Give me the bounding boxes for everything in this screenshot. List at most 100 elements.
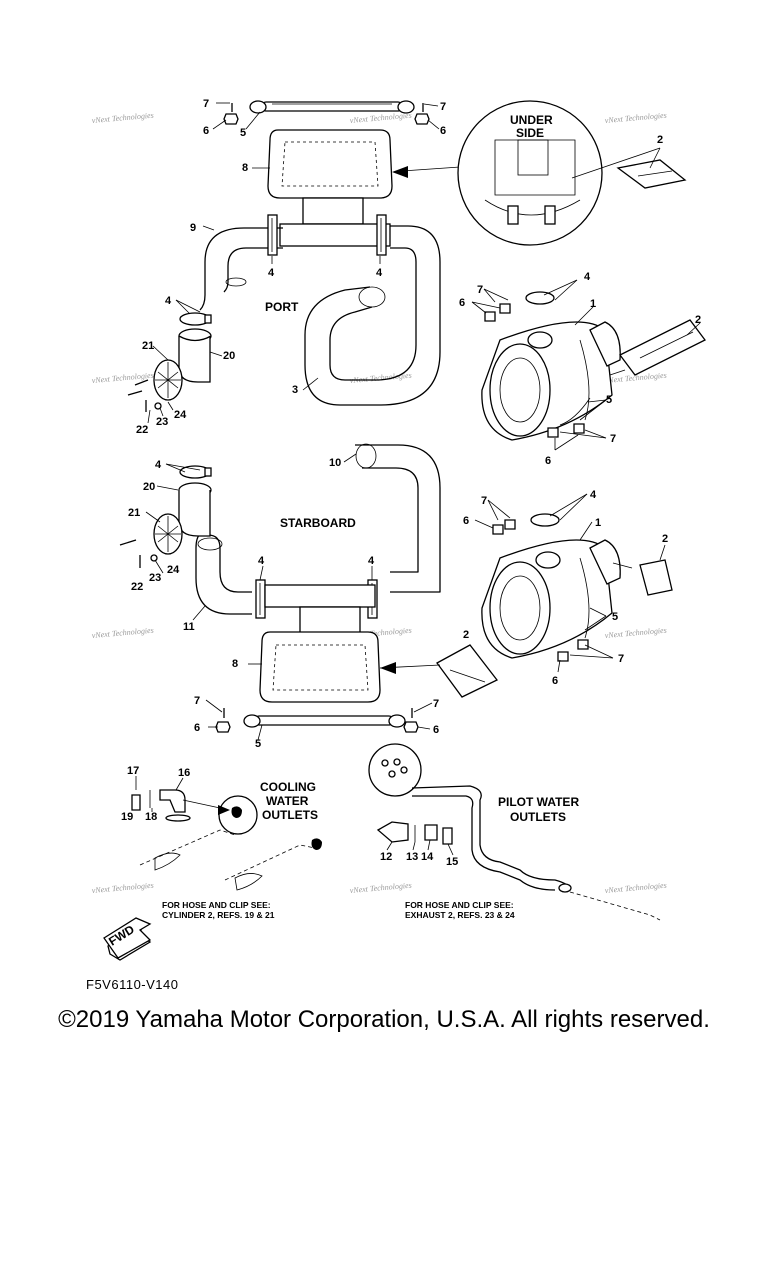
- sleeve-port-right[interactable]: [376, 214, 387, 256]
- callout-7: 7: [477, 284, 483, 296]
- nut-port-upper[interactable]: [484, 303, 511, 322]
- callout-4: 4: [165, 295, 172, 307]
- nut-stbd-lower[interactable]: [557, 639, 589, 662]
- callout-4: 4: [155, 459, 162, 471]
- callout-6: 6: [552, 675, 558, 687]
- callout-7: 7: [610, 433, 616, 445]
- callout-7: 7: [440, 101, 446, 113]
- screws-port[interactable]: [127, 379, 162, 412]
- pilot-fittings[interactable]: [376, 821, 453, 845]
- port-label: PORT: [265, 300, 299, 314]
- watermark: vNext Technologies: [604, 881, 667, 895]
- nut-stbd-upper[interactable]: [492, 519, 516, 535]
- cooling-outlet-parts[interactable]: [131, 789, 191, 822]
- watermark: vNext Technologies: [91, 371, 154, 385]
- callouts: 7 6 5 7 6 8 2 9 4 4 PORT 4 2 1 20 3 22 23…: [121, 98, 701, 920]
- callout-22: 22: [136, 424, 148, 436]
- fwd-arrow-icon: FWD: [103, 917, 152, 961]
- callout-4: 4: [584, 271, 591, 283]
- clamp-stbd-upper[interactable]: [179, 465, 212, 479]
- callout-5: 5: [606, 394, 612, 406]
- hose-10[interactable]: [355, 443, 441, 593]
- pad-stbd-box[interactable]: [436, 644, 499, 698]
- air-filter-port[interactable]: [481, 321, 621, 441]
- air-filter-starboard[interactable]: [481, 539, 621, 659]
- clamp-port-lower[interactable]: [179, 312, 212, 326]
- callout-19: 19: [121, 811, 133, 823]
- hose-9[interactable]: [199, 227, 283, 311]
- callout-9: 9: [190, 222, 196, 234]
- pads-port[interactable]: [619, 319, 706, 376]
- pad-stbd-filter[interactable]: [639, 559, 673, 596]
- callout-15: 15: [446, 856, 458, 868]
- callout-6: 6: [194, 722, 200, 734]
- nut-port-lower[interactable]: [547, 423, 585, 438]
- callout-24: 24: [167, 564, 180, 576]
- callout-14: 14: [421, 851, 434, 863]
- nut-bolt-bottom-right[interactable]: [403, 708, 419, 733]
- arrow-icon: [392, 166, 408, 178]
- clamp-filter-port[interactable]: [525, 291, 555, 305]
- callout-22: 22: [131, 581, 143, 593]
- cooling-detail-circle[interactable]: [218, 795, 258, 835]
- callout-6: 6: [459, 297, 465, 309]
- pilot-hose[interactable]: [411, 785, 661, 921]
- cooling-hoses[interactable]: [139, 829, 322, 891]
- callout-7: 7: [433, 698, 439, 710]
- callout-1: 1: [590, 298, 596, 310]
- strap-bottom[interactable]: [243, 714, 406, 728]
- screws-stbd[interactable]: [119, 539, 158, 568]
- callout-8: 8: [242, 162, 248, 174]
- nut-bolt-top-right[interactable]: [414, 103, 430, 125]
- sleeve-port-left[interactable]: [267, 214, 278, 256]
- hose-3[interactable]: [304, 225, 441, 406]
- callout-2: 2: [662, 533, 668, 545]
- callout-24: 24: [174, 409, 187, 421]
- callout-4: 4: [368, 555, 375, 567]
- pilot-detail-circle[interactable]: [368, 743, 422, 797]
- callout-4: 4: [268, 267, 275, 279]
- side-label: SIDE: [516, 126, 544, 140]
- callout-1: 1: [595, 517, 601, 529]
- nut-bolt-top-left[interactable]: [223, 103, 239, 125]
- callout-7: 7: [203, 98, 209, 110]
- pad-top-right[interactable]: [616, 159, 687, 189]
- callout-23: 23: [156, 416, 168, 428]
- callout-2: 2: [463, 629, 469, 641]
- duct-stbd-20[interactable]: [178, 482, 212, 537]
- clamp-filter-stbd[interactable]: [530, 513, 560, 527]
- pilot-note-1: FOR HOSE AND CLIP SEE:: [405, 900, 514, 910]
- cooling-label-1: COOLING: [260, 780, 316, 794]
- watermark: vNext Technologies: [91, 881, 154, 895]
- pilot-note-2: EXHAUST 2, REFS. 23 & 24: [405, 910, 515, 920]
- callout-7: 7: [481, 495, 487, 507]
- callout-18: 18: [145, 811, 157, 823]
- watermark: vNext Technologies: [91, 626, 154, 640]
- strap-top[interactable]: [249, 100, 415, 114]
- watermark: vNext Technologies: [604, 111, 667, 125]
- fan-port-21[interactable]: [153, 359, 183, 401]
- arrow-icon: [218, 805, 230, 815]
- cooling-label-3: OUTLETS: [262, 808, 318, 822]
- callout-2: 2: [695, 314, 701, 326]
- leader-lines: [135, 102, 614, 856]
- muffler-box-starboard[interactable]: [259, 584, 381, 703]
- nut-bolt-bottom-left[interactable]: [215, 708, 231, 733]
- under-side-detail[interactable]: UNDER SIDE: [457, 100, 603, 246]
- callout-20: 20: [143, 481, 155, 493]
- callout-6: 6: [203, 125, 209, 137]
- fan-stbd-21[interactable]: [153, 513, 183, 555]
- hose-11[interactable]: [195, 533, 252, 615]
- callout-4: 4: [258, 555, 265, 567]
- duct-port-20[interactable]: [178, 328, 212, 383]
- under-label: UNDER: [510, 113, 553, 127]
- callout-7: 7: [618, 653, 624, 665]
- muffler-box-port[interactable]: [267, 129, 393, 247]
- cooling-note-1: FOR HOSE AND CLIP SEE:: [162, 900, 271, 910]
- callout-6: 6: [463, 515, 469, 527]
- diagram-code: F5V6110-V140: [86, 977, 179, 992]
- sleeve-stbd-left[interactable]: [255, 579, 266, 619]
- callout-3: 3: [292, 384, 298, 396]
- cooling-label-2: WATER: [266, 794, 309, 808]
